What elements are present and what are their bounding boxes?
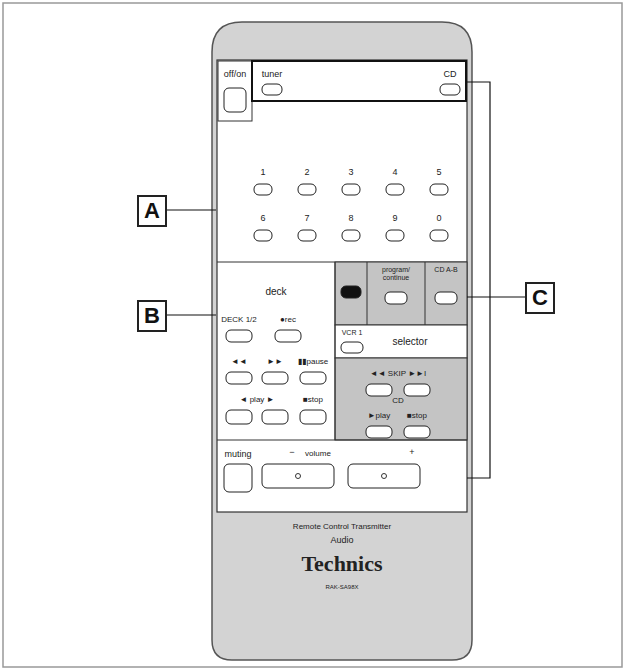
button-label: ●rec xyxy=(280,316,296,325)
device-text: Audio xyxy=(330,536,353,546)
remote-button xyxy=(404,384,430,396)
button-label: 4 xyxy=(392,168,397,178)
leader-line xyxy=(166,314,216,315)
leader-line xyxy=(166,209,216,210)
device-text: Remote Control Transmitter xyxy=(293,523,391,532)
remote-button xyxy=(300,372,326,384)
button-label: 0 xyxy=(436,214,441,224)
remote-button xyxy=(366,426,392,438)
button-label: muting xyxy=(224,450,251,460)
button-label: off/on xyxy=(224,70,246,80)
callout-box: C xyxy=(525,282,555,314)
buttons xyxy=(224,84,460,492)
remote-button xyxy=(262,410,288,424)
callout-box: B xyxy=(137,300,167,332)
remote-button xyxy=(385,292,407,304)
remote-button xyxy=(262,84,282,95)
button-label: ►► xyxy=(267,358,283,367)
button-label: 5 xyxy=(436,168,441,178)
divider xyxy=(217,440,467,441)
remote-button xyxy=(341,286,361,298)
divider xyxy=(335,262,336,440)
button-label: ◄ play ► xyxy=(240,396,275,405)
remote-button xyxy=(224,88,246,112)
remote-button xyxy=(404,426,430,438)
leader-line xyxy=(467,296,525,297)
remote-button xyxy=(341,342,363,353)
frame xyxy=(3,3,622,667)
button-label: 1 xyxy=(260,168,265,178)
remote-button xyxy=(298,230,316,241)
callout-box: A xyxy=(137,195,167,227)
remote-button xyxy=(386,230,404,241)
button-label: ◄◄ xyxy=(231,358,247,367)
button-label: 8 xyxy=(348,214,353,224)
button-label: ■stop xyxy=(407,412,427,421)
remote-body xyxy=(212,22,472,660)
button-label: 9 xyxy=(392,214,397,224)
button-label: selector xyxy=(392,336,427,347)
cd-transport-panel xyxy=(335,358,467,440)
cd-program-panel xyxy=(335,262,467,325)
remote-button xyxy=(342,184,360,195)
callout-letter: A xyxy=(144,198,160,224)
remote-button xyxy=(254,230,272,241)
remote-button xyxy=(226,372,252,384)
button-label: deck xyxy=(265,286,286,297)
button-label: ◄◄ SKIP ►►I xyxy=(370,370,426,379)
remote-button xyxy=(366,384,392,396)
button-label: + xyxy=(409,448,414,458)
button-label: ►play xyxy=(368,412,391,421)
remote-button xyxy=(430,230,448,241)
button-panel xyxy=(217,60,467,512)
callout-letter: B xyxy=(144,303,160,329)
button-label: CD xyxy=(444,70,457,80)
button-label: program/ continue xyxy=(371,266,421,281)
remote-button xyxy=(386,184,404,195)
button-label: ■stop xyxy=(303,396,323,405)
remote-button xyxy=(348,464,420,488)
remote-button xyxy=(262,372,288,384)
remote-button xyxy=(300,410,326,424)
button-label: VCR 1 xyxy=(342,329,363,337)
button-label: 2 xyxy=(304,168,309,178)
button-label: ▮▮pause xyxy=(298,358,329,367)
remote-button xyxy=(440,84,460,95)
button-label: − xyxy=(289,448,294,458)
remote-button xyxy=(262,464,334,488)
remote-button xyxy=(342,230,360,241)
source-section xyxy=(252,61,466,101)
divider xyxy=(425,262,426,325)
button-dot xyxy=(296,474,301,479)
button-label: CD xyxy=(392,397,404,406)
remote-button xyxy=(224,464,252,492)
remote-button xyxy=(275,330,301,342)
button-label: volume xyxy=(305,450,331,459)
divider xyxy=(367,262,368,325)
button-label: tuner xyxy=(262,70,283,80)
remote-button xyxy=(254,184,272,195)
remote-button xyxy=(298,184,316,195)
bracket xyxy=(467,82,490,478)
selector-section xyxy=(335,325,467,358)
button-label: 3 xyxy=(348,168,353,178)
button-dot xyxy=(382,474,387,479)
power-section xyxy=(218,61,252,121)
brand-name: Technics xyxy=(301,552,382,576)
device-text: RAK-SA98X xyxy=(325,584,358,591)
button-label: 6 xyxy=(260,214,265,224)
remote-button xyxy=(435,292,457,304)
callout-letter: C xyxy=(532,285,548,311)
remote-button xyxy=(430,184,448,195)
button-label: DECK 1/2 xyxy=(221,316,257,325)
button-label: 7 xyxy=(304,214,309,224)
button-label: CD A-B xyxy=(431,266,461,274)
remote-button xyxy=(226,410,252,424)
remote-button xyxy=(226,330,252,342)
